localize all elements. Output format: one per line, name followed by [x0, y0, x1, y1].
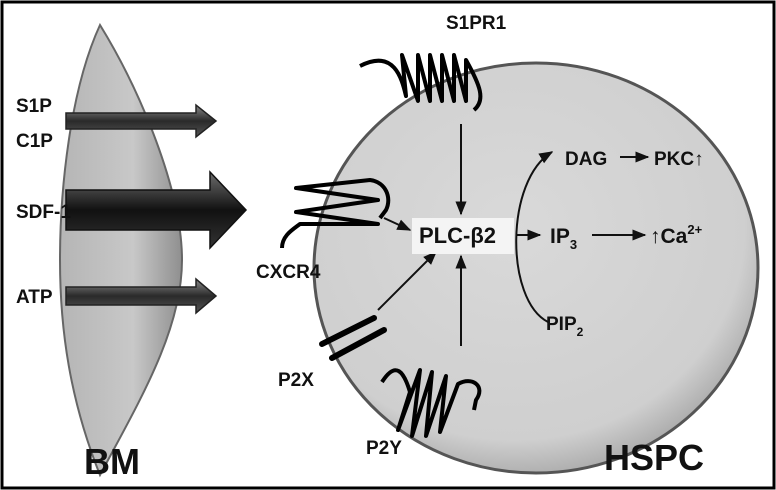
dag-label: DAG — [565, 149, 607, 170]
plc-box — [412, 218, 514, 254]
p2y-receptor — [380, 368, 482, 438]
pip2-to-dag-arrow — [515, 151, 554, 323]
hspc-label: HSPC — [604, 437, 704, 478]
ip3-subscript: 3 — [570, 237, 577, 252]
p2x-label: P2X — [278, 370, 314, 391]
s1p-label: S1P — [16, 96, 52, 117]
hspc-cell — [312, 61, 760, 475]
cxcr4-to-plc-arrow — [383, 217, 412, 231]
s1p-c1p-arrow — [65, 103, 218, 139]
pip2-main: PIP — [546, 314, 577, 335]
ip3-label: IP3 — [550, 225, 577, 252]
pip2-subscript: 2 — [577, 325, 584, 339]
atp-label: ATP — [16, 287, 53, 308]
atp-arrow — [65, 277, 218, 315]
pip2-label: PIP2 — [546, 314, 584, 339]
bm-label: BM — [84, 441, 140, 482]
ip3-main: IP — [550, 225, 570, 248]
calcium-main: ↑Ca — [650, 225, 688, 248]
plc-label: PLC-β2 — [419, 223, 496, 248]
sdf1-arrow — [65, 170, 248, 250]
pkc-label: PKC↑ — [654, 149, 704, 170]
cxcr4-receptor — [280, 178, 391, 249]
s1pr1-receptor — [359, 53, 483, 112]
sdf1-label: SDF-1 — [16, 202, 71, 223]
calcium-label: ↑Ca2+ — [650, 222, 703, 248]
p2x-receptor-line1 — [319, 315, 377, 347]
s1pr1-label: S1PR1 — [446, 13, 507, 34]
p2x-receptor-line2 — [329, 327, 387, 361]
calcium-superscript: 2+ — [687, 222, 702, 237]
bone-marrow-shape — [58, 22, 184, 478]
p2x-to-plc-arrow — [377, 251, 437, 311]
c1p-label: C1P — [16, 131, 53, 152]
cxcr4-label: CXCR4 — [256, 262, 321, 283]
p2y-label: P2Y — [366, 438, 402, 459]
